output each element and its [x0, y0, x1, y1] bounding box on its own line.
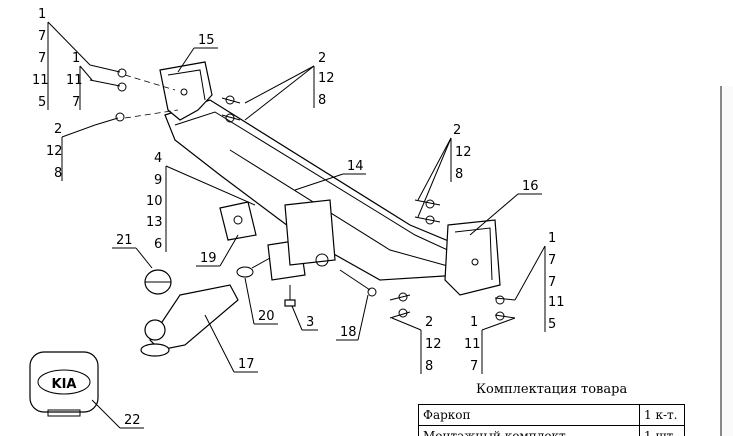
- callout-7: 7: [38, 29, 46, 44]
- callout-11: 11: [548, 295, 565, 310]
- callout-left-group: 4 9 10 13 6: [146, 151, 256, 252]
- spring-clip: [236, 257, 271, 278]
- callout-bottom-right-b: 1 11 7: [464, 315, 516, 374]
- callout-right-top: 2 12 8: [244, 51, 335, 121]
- callout-14-label: 14: [347, 159, 364, 174]
- kia-logo-text: KIA: [52, 377, 77, 392]
- callout-10: 10: [146, 194, 163, 209]
- kit-item-name: Фаркоп: [418, 404, 640, 426]
- callout-1: 1: [72, 51, 80, 66]
- callout-2: 2: [54, 122, 62, 137]
- callout-9: 9: [154, 173, 162, 188]
- callout-2: 2: [318, 51, 326, 66]
- callout-5: 5: [38, 95, 46, 110]
- callout-left-mid: 1 11 7: [66, 51, 93, 110]
- callout-4: 4: [154, 151, 162, 166]
- kit-contents-title: Комплектация товара: [476, 382, 628, 397]
- callout-8: 8: [54, 166, 62, 181]
- callout-22-label: 22: [124, 413, 141, 428]
- kit-item-name: Монтажный комплект: [418, 425, 640, 436]
- callout-3-label: 3: [306, 315, 314, 330]
- callout-7: 7: [72, 95, 80, 110]
- callout-12: 12: [425, 337, 442, 352]
- table-row: Монтажный комплект 1 шт.: [418, 425, 685, 436]
- hitch-receiver: [267, 199, 336, 281]
- callout-3: 3: [291, 305, 318, 331]
- callout-1: 1: [470, 315, 478, 330]
- callout-left-top: 1 7 7 11 5: [32, 7, 91, 110]
- ball-mount: [140, 284, 239, 357]
- callout-7: 7: [470, 359, 478, 374]
- left-bracket: [159, 61, 213, 121]
- hitch-pin: [339, 269, 377, 297]
- callout-13: 13: [146, 215, 163, 230]
- callout-left-bottom: 2 12 8: [46, 122, 96, 181]
- callout-20: 20: [244, 277, 278, 325]
- callout-15: 15: [177, 33, 218, 73]
- callout-16-label: 16: [522, 179, 539, 194]
- callout-17: 17: [204, 314, 258, 373]
- callout-12: 12: [318, 71, 335, 86]
- ball-cover: [144, 269, 172, 295]
- callout-18-label: 18: [340, 325, 357, 340]
- callout-19-label: 19: [200, 251, 217, 266]
- kit-contents-table: Фаркоп 1 к-т. Монтажный комплект 1 шт.: [418, 404, 685, 436]
- callout-21: 21: [112, 233, 153, 269]
- callout-11: 11: [464, 337, 481, 352]
- callout-21-label: 21: [116, 233, 133, 248]
- kit-table-viewport: Фаркоп 1 к-т. Монтажный комплект 1 шт.: [418, 404, 698, 436]
- kit-item-qty: 1 к-т.: [639, 404, 685, 426]
- callout-16: 16: [469, 179, 542, 236]
- bolt-3: [284, 285, 296, 307]
- callout-8: 8: [455, 167, 463, 182]
- callout-12: 12: [455, 145, 472, 160]
- callout-11: 11: [32, 73, 49, 88]
- callout-6: 6: [154, 237, 162, 252]
- cross-beam: [164, 99, 471, 281]
- callout-1: 1: [548, 231, 556, 246]
- callout-11: 11: [66, 73, 83, 88]
- electric-socket-plate: [219, 201, 257, 241]
- callout-20-label: 20: [258, 309, 275, 324]
- callout-mid-right: 2 12 8: [417, 123, 472, 218]
- callout-18: 18: [336, 294, 369, 341]
- callout-7: 7: [548, 253, 556, 268]
- callout-17-label: 17: [238, 357, 255, 372]
- callout-8: 8: [318, 93, 326, 108]
- callout-8: 8: [425, 359, 433, 374]
- right-bracket: [444, 219, 501, 296]
- right-top-bolts: [221, 95, 516, 321]
- callout-far-right: 1 7 7 11 5: [514, 231, 565, 332]
- callout-7: 7: [548, 275, 556, 290]
- callout-19: 19: [196, 234, 239, 267]
- callout-22: 22: [91, 399, 144, 429]
- callout-12: 12: [46, 144, 63, 159]
- socket-cover: KIA: [29, 351, 99, 417]
- callout-15-label: 15: [198, 33, 215, 48]
- right-panel-edge: [720, 86, 733, 436]
- table-row: Фаркоп 1 к-т.: [418, 404, 685, 426]
- callout-bottom-right-a: 2 12 8: [391, 315, 442, 374]
- callout-5: 5: [548, 317, 556, 332]
- callout-1: 1: [38, 7, 46, 22]
- callout-14: 14: [294, 159, 366, 191]
- callout-2: 2: [425, 315, 433, 330]
- left-bolts: [89, 64, 179, 126]
- callout-2: 2: [453, 123, 461, 138]
- kit-item-qty: 1 шт.: [639, 425, 685, 436]
- callout-7: 7: [38, 51, 46, 66]
